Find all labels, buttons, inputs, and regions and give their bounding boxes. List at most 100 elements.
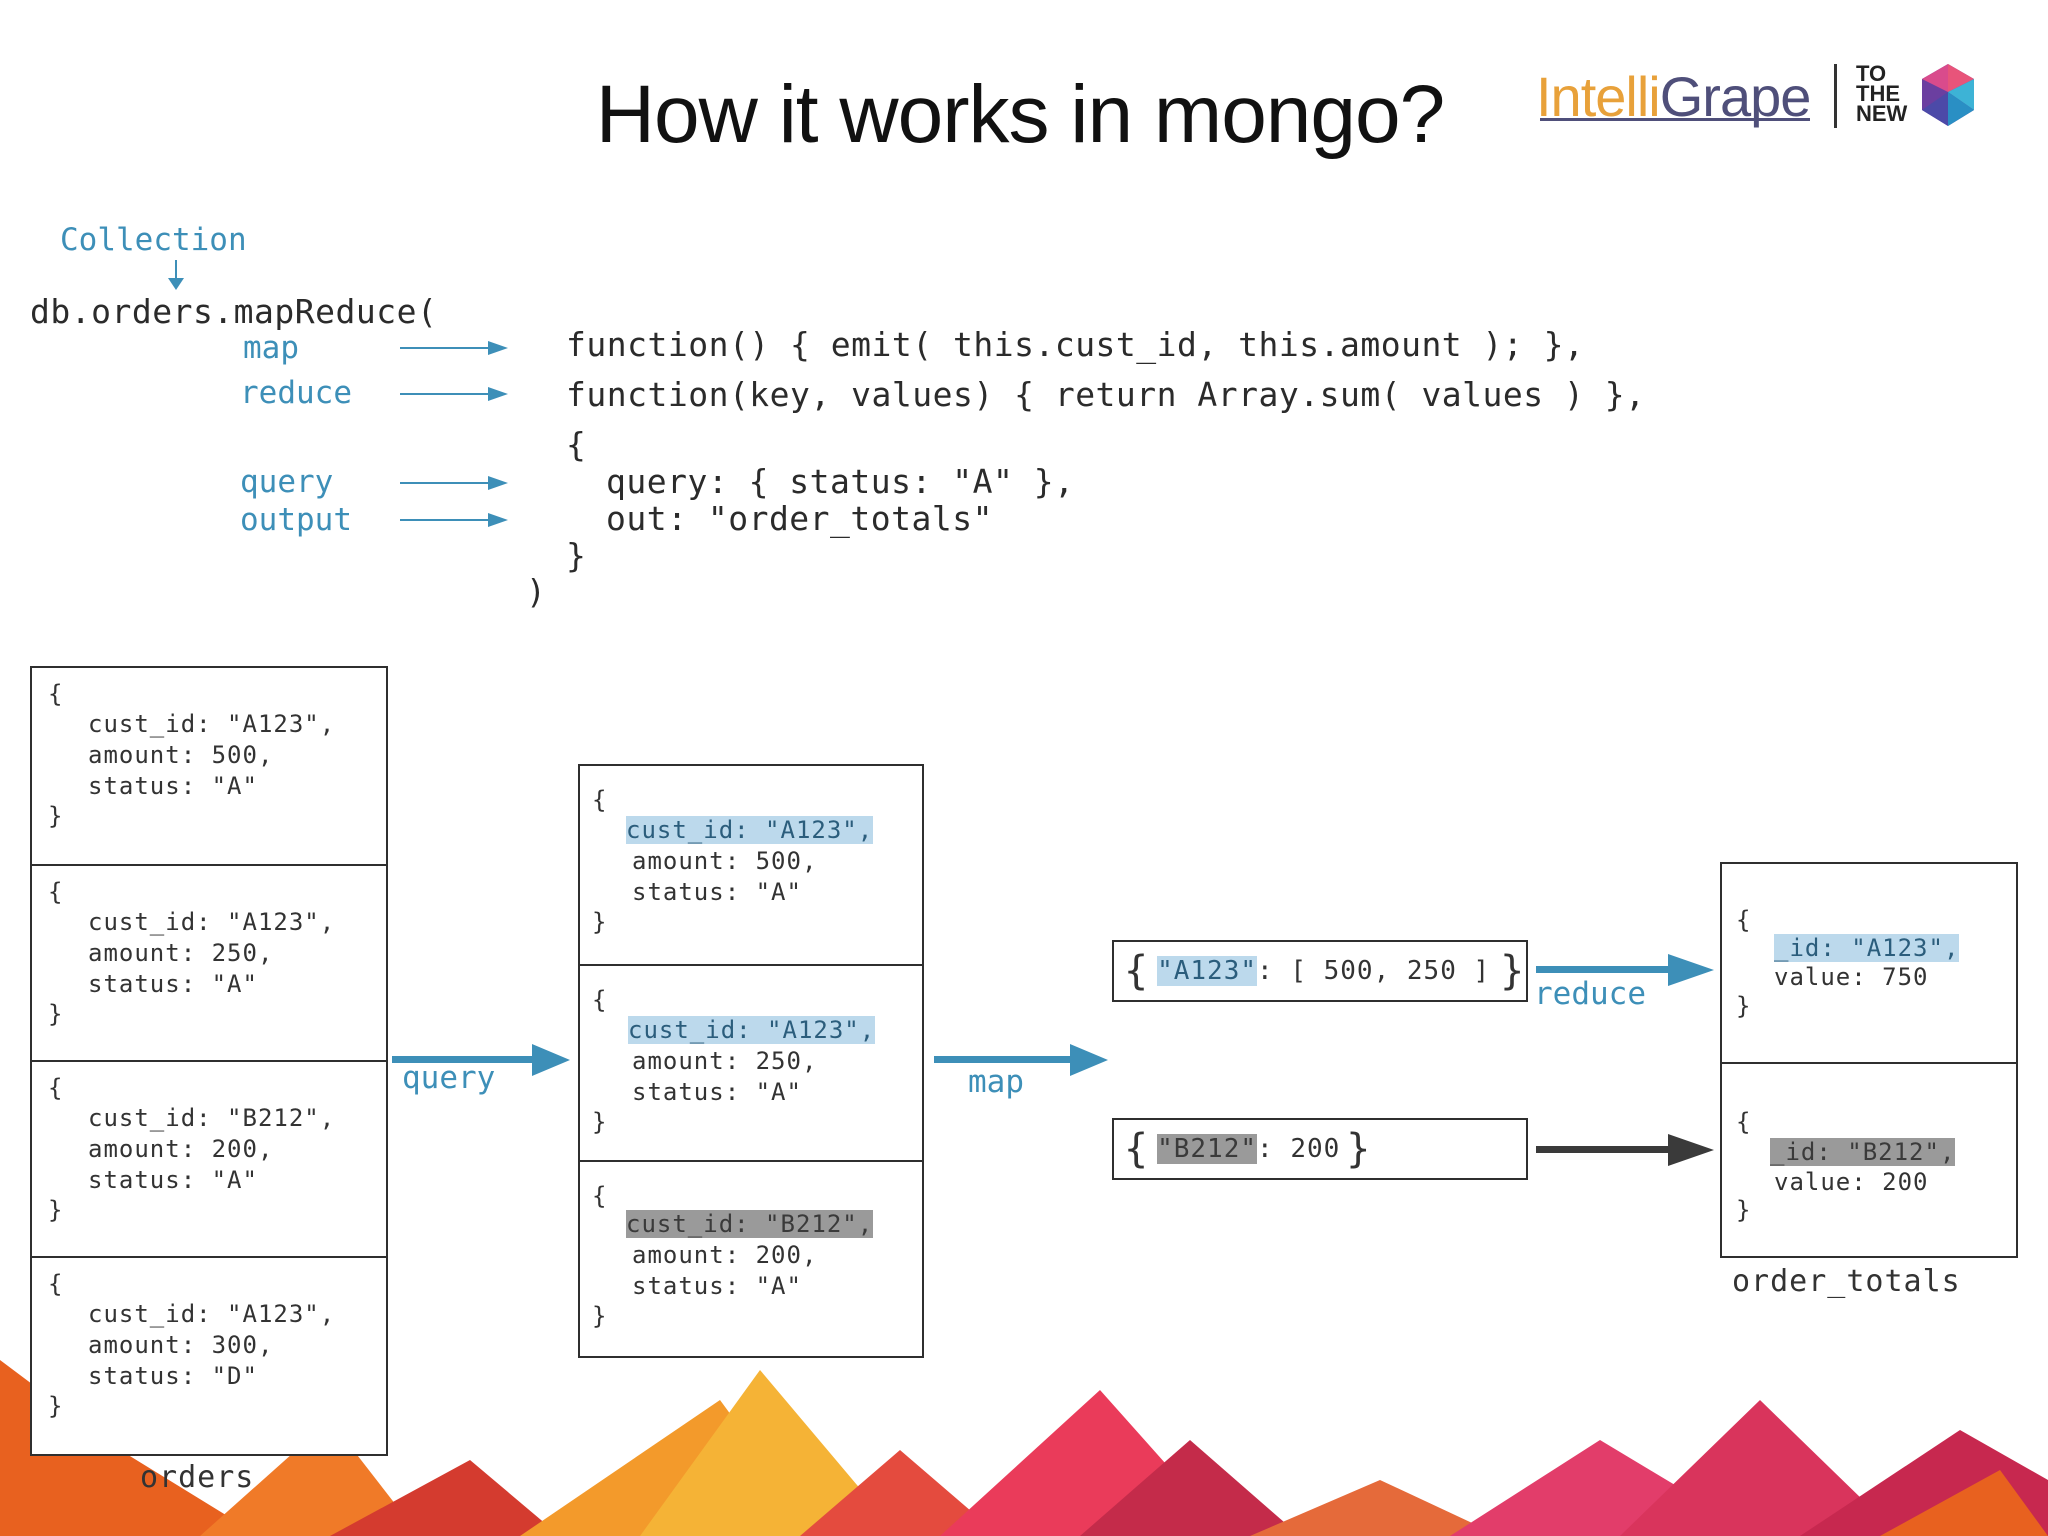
options-open-brace: { (566, 425, 587, 464)
doc-status: status: "A" (632, 1078, 802, 1106)
reduce-flow-arrow-line (1536, 966, 1670, 973)
doc-close-brace: } (592, 1302, 608, 1330)
passthrough-arrow-line (1536, 1146, 1670, 1153)
doc-amount: amount: 250, (88, 939, 274, 967)
reduce-label: reduce (240, 375, 352, 411)
filtered-doc-3: { cust_id: "B212", amount: 200, status: … (580, 1160, 922, 1356)
doc-close-brace: } (48, 802, 64, 830)
collection-arrow-head (168, 278, 184, 290)
mapped-key-highlighted: "B212" (1157, 1134, 1258, 1164)
output-arrow-line (400, 519, 490, 521)
options-close-brace: } (566, 536, 587, 575)
doc-id-highlighted: _id: "A123", (1774, 934, 1960, 962)
doc-open-brace: { (48, 878, 64, 906)
slide-title: How it works in mongo? (595, 69, 1445, 160)
doc-amount: amount: 200, (632, 1241, 818, 1269)
map-label: map (243, 330, 299, 366)
doc-status: status: "A" (632, 1272, 802, 1300)
map-flow-label: map (968, 1064, 1024, 1100)
doc-cust-id: cust_id: "B212", (88, 1104, 336, 1132)
totals-doc-2: { _id: "B212", value: 200 } (1722, 1062, 2016, 1256)
query-arrow-line (400, 482, 490, 484)
doc-amount: amount: 200, (88, 1135, 274, 1163)
output-arrow-head (488, 513, 508, 527)
reduce-flow-arrow-head (1668, 954, 1714, 986)
doc-id-highlighted: _id: "B212", (1770, 1138, 1956, 1166)
mapreduce-call: db.orders.mapReduce( (30, 292, 438, 331)
map-function: function() { emit( this.cust_id, this.am… (566, 325, 1585, 364)
query-arrow-head (488, 476, 508, 490)
intelligrape-wordmark: IntelliGrape (1536, 65, 1811, 128)
doc-amount: amount: 300, (88, 1331, 274, 1359)
reduce-arrow-line (400, 393, 490, 395)
mapped-pair-b212: { "B212" : 200 } (1112, 1118, 1528, 1180)
mapped-key-highlighted: "A123" (1157, 956, 1258, 986)
collection-label: Collection (60, 222, 247, 258)
orders-doc-1: { cust_id: "A123", amount: 500, status: … (32, 668, 386, 864)
doc-open-brace: { (592, 1182, 608, 1210)
open-brace: { (1124, 948, 1150, 994)
doc-close-brace: } (592, 1108, 608, 1136)
doc-status: status: "A" (632, 878, 802, 906)
orders-collection: { cust_id: "A123", amount: 500, status: … (30, 666, 388, 1456)
mapped-values: : 200 (1257, 1134, 1341, 1164)
doc-status: status: "A" (88, 1166, 258, 1194)
doc-open-brace: { (592, 786, 608, 814)
query-flow-arrow-head (532, 1044, 570, 1076)
orders-doc-2: { cust_id: "A123", amount: 250, status: … (32, 864, 386, 1060)
logo-separator (1834, 64, 1837, 128)
close-brace: } (1500, 948, 1526, 994)
doc-value: value: 200 (1774, 1168, 1929, 1196)
doc-status: status: "A" (88, 970, 258, 998)
mapped-values: : [ 500, 250 ] (1257, 956, 1491, 986)
orders-doc-3: { cust_id: "B212", amount: 200, status: … (32, 1060, 386, 1256)
orders-doc-4: { cust_id: "A123", amount: 300, status: … (32, 1256, 386, 1452)
filtered-doc-1: { cust_id: "A123", amount: 500, status: … (580, 766, 922, 964)
order-totals-collection: { _id: "A123", value: 750 } { _id: "B212… (1720, 862, 2018, 1258)
doc-close-brace: } (1736, 1196, 1752, 1224)
mapped-pair-a123: { "A123" : [ 500, 250 ] } (1112, 940, 1528, 1002)
close-brace: } (1346, 1126, 1372, 1172)
doc-close-brace: } (48, 1196, 64, 1224)
map-arrow-line (400, 347, 490, 349)
query-flow-arrow-line (392, 1056, 534, 1063)
logo-underline (1540, 118, 1810, 121)
reduce-function: function(key, values) { return Array.sum… (566, 375, 1646, 414)
reduce-arrow-head (488, 387, 508, 401)
query-option: query: { status: "A" }, (606, 462, 1075, 501)
doc-close-brace: } (48, 1000, 64, 1028)
doc-open-brace: { (48, 1074, 64, 1102)
doc-open-brace: { (48, 680, 64, 708)
map-arrow-head (488, 341, 508, 355)
doc-cust-id-highlighted: cust_id: "B212", (626, 1210, 874, 1238)
doc-value: value: 750 (1774, 963, 1929, 991)
doc-amount: amount: 500, (88, 741, 274, 769)
doc-open-brace: { (592, 986, 608, 1014)
doc-amount: amount: 250, (632, 1047, 818, 1075)
open-brace: { (1124, 1126, 1150, 1172)
doc-status: status: "A" (88, 772, 258, 800)
totals-doc-1: { _id: "A123", value: 750 } (1722, 864, 2016, 1062)
output-label: output (240, 502, 352, 538)
doc-cust-id-highlighted: cust_id: "A123", (628, 1016, 876, 1044)
collection-arrow-line (175, 260, 177, 280)
doc-cust-id: cust_id: "A123", (88, 908, 336, 936)
map-flow-arrow-line (934, 1056, 1072, 1063)
doc-close-brace: } (48, 1392, 64, 1420)
doc-cust-id: cust_id: "A123", (88, 710, 336, 738)
doc-amount: amount: 500, (632, 847, 818, 875)
doc-open-brace: { (48, 1270, 64, 1298)
out-option: out: "order_totals" (606, 499, 993, 538)
doc-open-brace: { (1736, 906, 1752, 934)
doc-cust-id-highlighted: cust_id: "A123", (626, 816, 874, 844)
filtered-documents: { cust_id: "A123", amount: 500, status: … (578, 764, 924, 1358)
doc-cust-id: cust_id: "A123", (88, 1300, 336, 1328)
query-flow-label: query (402, 1060, 496, 1096)
doc-close-brace: } (592, 908, 608, 936)
call-close-paren: ) (526, 572, 547, 611)
logo-gem-icon (1922, 64, 1974, 126)
orders-caption: orders (140, 1460, 255, 1495)
order-totals-caption: order_totals (1732, 1264, 1961, 1299)
doc-open-brace: { (1736, 1108, 1752, 1136)
